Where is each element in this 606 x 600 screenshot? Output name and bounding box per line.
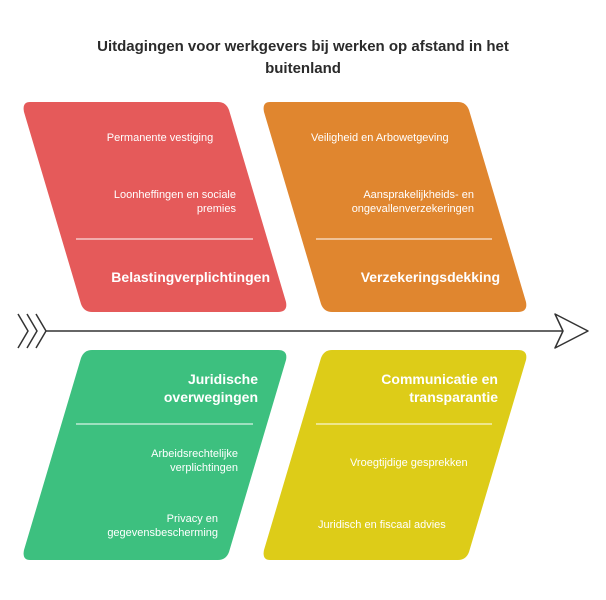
branch-belasting-item-1: Permanente vestiging	[106, 132, 214, 144]
branch-verzekering-item-1: Veiligheid en Arbowetgeving	[311, 132, 449, 144]
diagram-title: Uitdagingen voor werkgevers bij werken o…	[97, 38, 509, 77]
branch-belasting-heading: Belastingverplichtingen	[111, 269, 270, 285]
branch-juridisch-item-2: Privacy en gegevensbescherming	[107, 513, 218, 539]
branch-communicatie-shape	[263, 350, 527, 560]
branch-juridisch-item-1: Arbeidsrechtelijke verplichtingen	[151, 448, 238, 474]
spine-arrow	[17, 313, 589, 349]
arrow-head	[554, 313, 589, 349]
tail-chevron-1	[17, 313, 29, 349]
branch-communicatie-heading: Communicatie en transparantie	[381, 371, 498, 405]
tail-chevron-2	[26, 313, 38, 349]
branch-juridisch-shape	[23, 350, 287, 560]
branch-verzekering-shape	[263, 102, 527, 312]
branch-verzekering-item-2: Aansprakelijkheids- en ongevallenverzeke…	[351, 189, 474, 215]
branch-belasting-item-2: Loonheffingen en sociale premies	[113, 189, 236, 215]
branch-juridisch-heading: Juridische overwegingen	[163, 371, 258, 405]
branch-communicatie-item-2: Juridisch en fiscaal advies	[318, 519, 446, 531]
branch-communicatie-item-1: Vroegtijdige gesprekken	[350, 457, 468, 469]
branch-belasting-shape	[23, 102, 287, 312]
branch-verzekering-heading: Verzekeringsdekking	[360, 269, 500, 285]
